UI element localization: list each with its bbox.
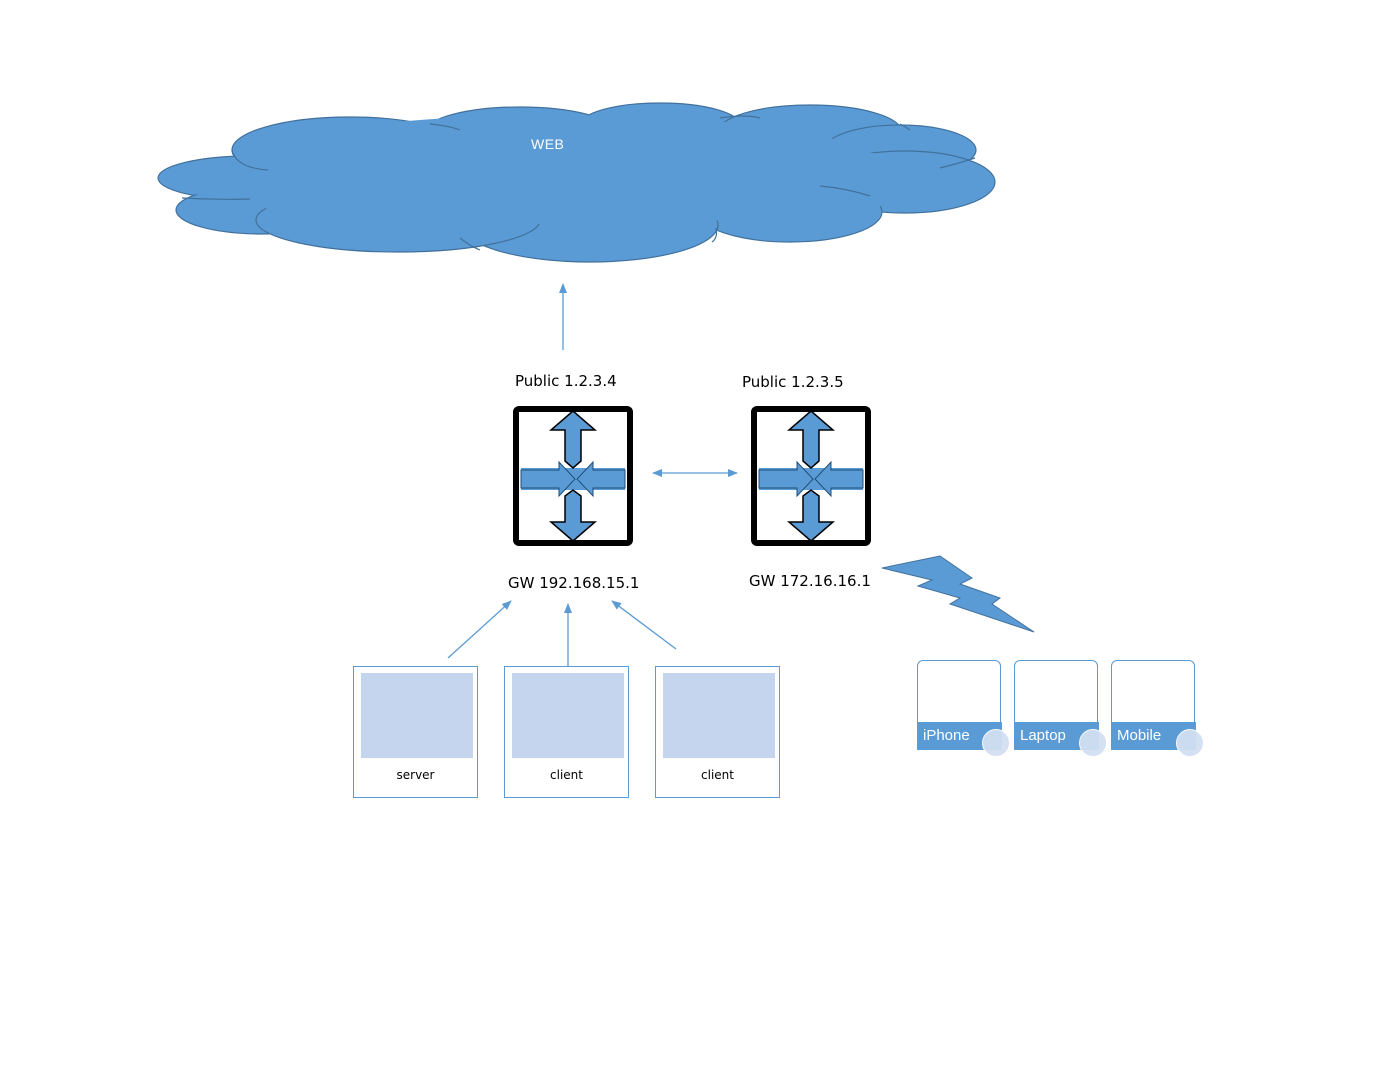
host-label: server [396,768,435,782]
host-label: client [701,768,734,782]
host-label: client [550,768,583,782]
host-uplink-arrow [611,600,677,650]
monitor-icon [512,673,624,758]
web-cloud [157,102,996,263]
monitor-icon [663,673,775,758]
router-2-gateway-label: GW 172.16.16.1 [749,572,871,590]
device-laptop: Laptop [1013,660,1107,757]
device-label: Mobile [1117,727,1162,744]
router-icon [516,409,630,543]
monitor-icon [361,673,473,758]
badge-icon [1176,729,1204,757]
device-label: Laptop [1020,727,1066,744]
device-mobile: Mobile [1110,660,1204,757]
router-1-public-label: Public 1.2.3.4 [515,372,617,390]
badge-icon [982,729,1010,757]
lightning-bolt-icon [881,555,1035,633]
router-1-gateway-label: GW 192.168.15.1 [508,574,640,592]
cloud-label: WEB [531,136,565,152]
host-uplink-arrow [447,600,512,659]
host-client: client [504,666,629,798]
device-iphone: iPhone [916,660,1010,757]
badge-icon [1079,729,1107,757]
router-2-public-label: Public 1.2.3.5 [742,373,844,391]
router-icon [754,409,868,543]
host-server: server [353,666,478,798]
device-label: iPhone [923,727,970,744]
host-client: client [655,666,780,798]
